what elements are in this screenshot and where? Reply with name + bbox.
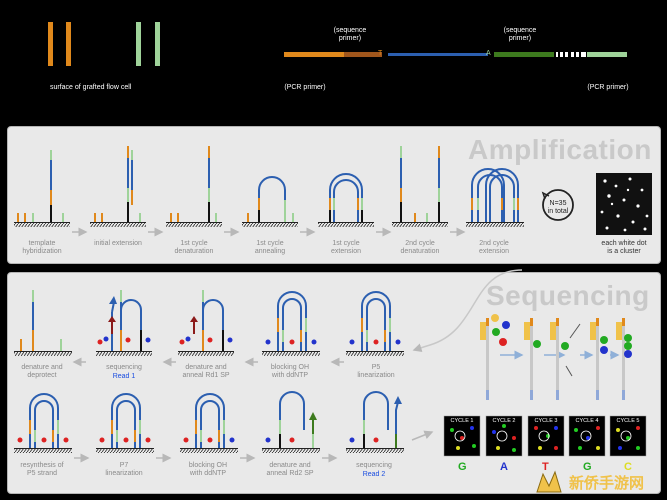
read2-label: Read 2 xyxy=(344,471,404,479)
seq-row2-step-1-diagram xyxy=(14,394,72,453)
seq-row2-step-5-diagram xyxy=(346,392,404,453)
seq-row2-step-3-diagram xyxy=(180,394,238,453)
seq-row1-step-3-diagram xyxy=(178,290,234,356)
seq-row1-step-5-diagram xyxy=(346,292,404,356)
read1-label: Read 1 xyxy=(94,373,154,381)
seq-row2-step-1-label: resynthesis of P5 strand xyxy=(12,462,72,478)
seq-row1-step-1-diagram xyxy=(14,290,72,356)
cycle-1-label: CYCLE 1 xyxy=(444,418,480,424)
seq-row2-step-4-diagram xyxy=(262,392,320,453)
seq-row2-step-2-diagram xyxy=(96,394,154,453)
sbs-strands-diagram xyxy=(480,314,632,400)
seq-row1-step-2-diagram xyxy=(96,290,152,356)
seq-row1-step-4-diagram xyxy=(262,292,320,356)
cycle-3-label: CYCLE 3 xyxy=(528,418,564,424)
cycle-2-label: CYCLE 2 xyxy=(486,418,522,424)
seq-row1-step-1-label: denature and deprotect xyxy=(12,364,72,380)
connector-arrow xyxy=(414,270,522,350)
watermark-badge: 新侨手游网 xyxy=(531,466,667,500)
watermark-logo-icon xyxy=(531,466,567,500)
seq-row1-step-3-label: denature and anneal Rd1 SP xyxy=(176,364,236,380)
seq-row1-step-2-label: sequencing xyxy=(94,364,154,372)
seq-row2-step-4-label: denature and anneal Rd2 SP xyxy=(260,462,320,478)
cycle-4-label: CYCLE 4 xyxy=(569,418,605,424)
watermark-text: 新侨手游网 xyxy=(569,472,644,493)
seq-row1-step-5-label: P5 linearization xyxy=(346,364,406,380)
seq-row2-step-3-label: blocking OH with ddNTP xyxy=(178,462,238,478)
base-2-label: A xyxy=(500,461,508,473)
base-1-label: G xyxy=(458,461,467,473)
seq-row2-step-5-label: sequencing xyxy=(344,462,404,470)
cycle-5-label: CYCLE 5 xyxy=(610,418,646,424)
seq-row1-step-4-label: blocking OH with ddNTP xyxy=(260,364,320,380)
seq-row2-step-2-label: P7 linearization xyxy=(94,462,154,478)
